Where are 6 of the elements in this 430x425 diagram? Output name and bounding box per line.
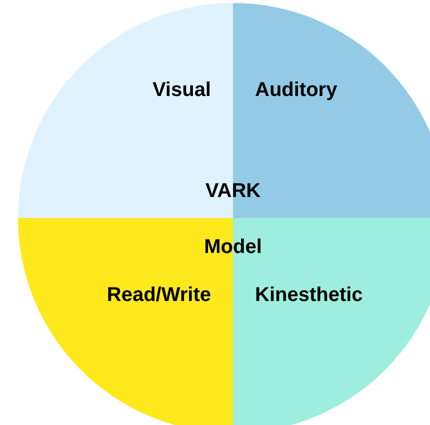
- center-title: VARK: [205, 181, 261, 201]
- quadrant-label: Kinesthetic: [255, 285, 363, 305]
- center-title: Model: [204, 237, 262, 257]
- quadrant-label: Visual: [152, 80, 211, 100]
- quadrant-label: Auditory: [255, 80, 338, 100]
- quadrant-label: Read/Write: [106, 285, 211, 305]
